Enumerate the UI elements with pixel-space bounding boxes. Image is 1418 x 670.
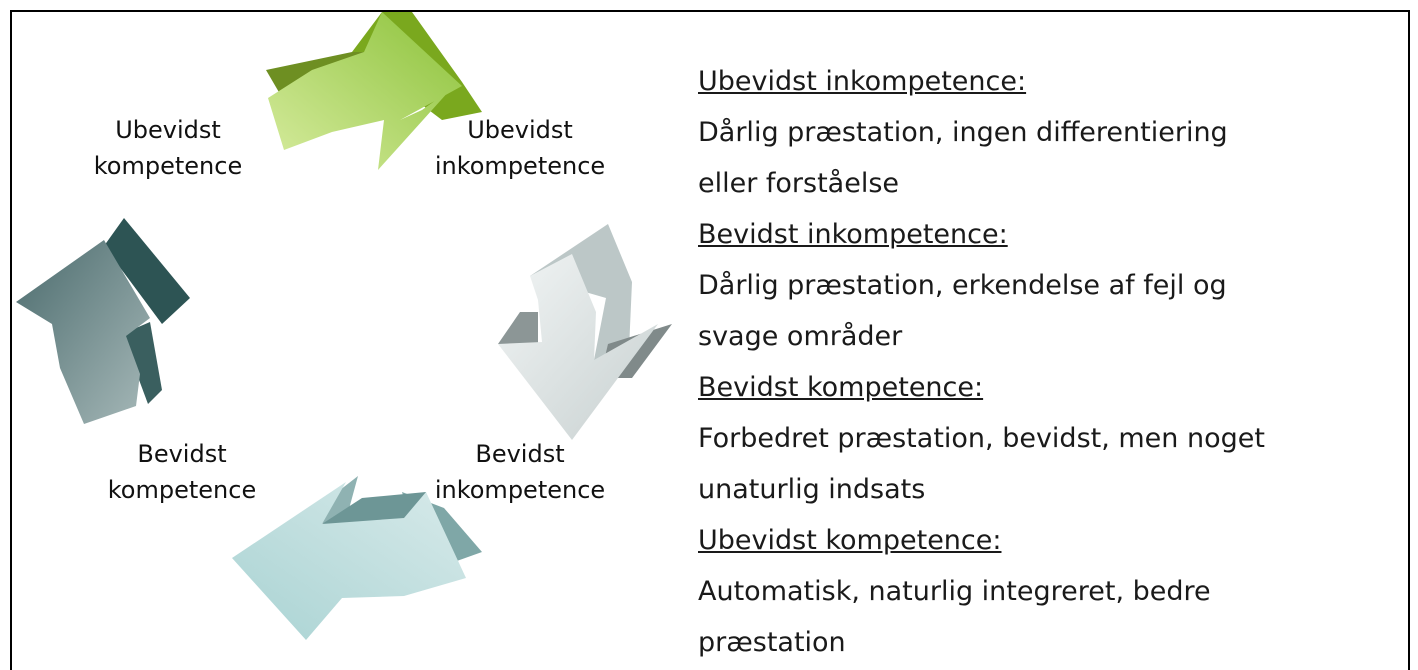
node-label-line: Ubevidst bbox=[467, 116, 573, 144]
stage-title: Ubevidst kompetence: bbox=[698, 525, 1002, 556]
stage-title: Ubevidst inkompetence: bbox=[698, 66, 1027, 97]
stage-description: Automatisk, naturlig integreret, bedre p… bbox=[698, 576, 1211, 658]
arrow-right-grey bbox=[498, 224, 672, 440]
diagram-frame: Ubevidst kompetence Ubevidst inkompetenc… bbox=[10, 10, 1410, 670]
stage-description: Forbedret præstation, bevidst, men noget… bbox=[698, 423, 1265, 505]
stage-item: Ubevidst kompetence: Automatisk, naturli… bbox=[698, 515, 1398, 668]
node-label-top-right: Ubevidst inkompetence bbox=[430, 112, 610, 184]
node-label-line: inkompetence bbox=[434, 152, 606, 180]
node-label-line: Bevidst bbox=[137, 440, 227, 468]
stage-descriptions: Ubevidst inkompetence: Dårlig præstation… bbox=[698, 56, 1398, 668]
arrow-top-green bbox=[266, 12, 482, 170]
node-label-line: Ubevidst bbox=[115, 116, 221, 144]
stage-title: Bevidst kompetence: bbox=[698, 372, 984, 403]
node-label-top-left: Ubevidst kompetence bbox=[88, 112, 248, 184]
stage-title: Bevidst inkompetence: bbox=[698, 219, 1008, 250]
node-label-line: kompetence bbox=[107, 476, 257, 504]
stage-item: Ubevidst inkompetence: Dårlig præstation… bbox=[698, 56, 1398, 209]
arrow-left-darkteal bbox=[16, 218, 190, 424]
stage-description: Dårlig præstation, ingen differentiering… bbox=[698, 117, 1228, 199]
node-label-line: inkompetence bbox=[434, 476, 606, 504]
stage-item: Bevidst inkompetence: Dårlig præstation,… bbox=[698, 209, 1398, 362]
node-label-line: Bevidst bbox=[475, 440, 565, 468]
arrow-bottom-teal bbox=[232, 476, 482, 640]
stage-item: Bevidst kompetence: Forbedret præstation… bbox=[698, 362, 1398, 515]
competence-cycle bbox=[16, 12, 672, 640]
stage-description: Dårlig præstation, erkendelse af fejl og… bbox=[698, 270, 1227, 352]
node-label-bottom-right: Bevidst inkompetence bbox=[430, 436, 610, 508]
node-label-bottom-left: Bevidst kompetence bbox=[102, 436, 262, 508]
node-label-line: kompetence bbox=[93, 152, 243, 180]
